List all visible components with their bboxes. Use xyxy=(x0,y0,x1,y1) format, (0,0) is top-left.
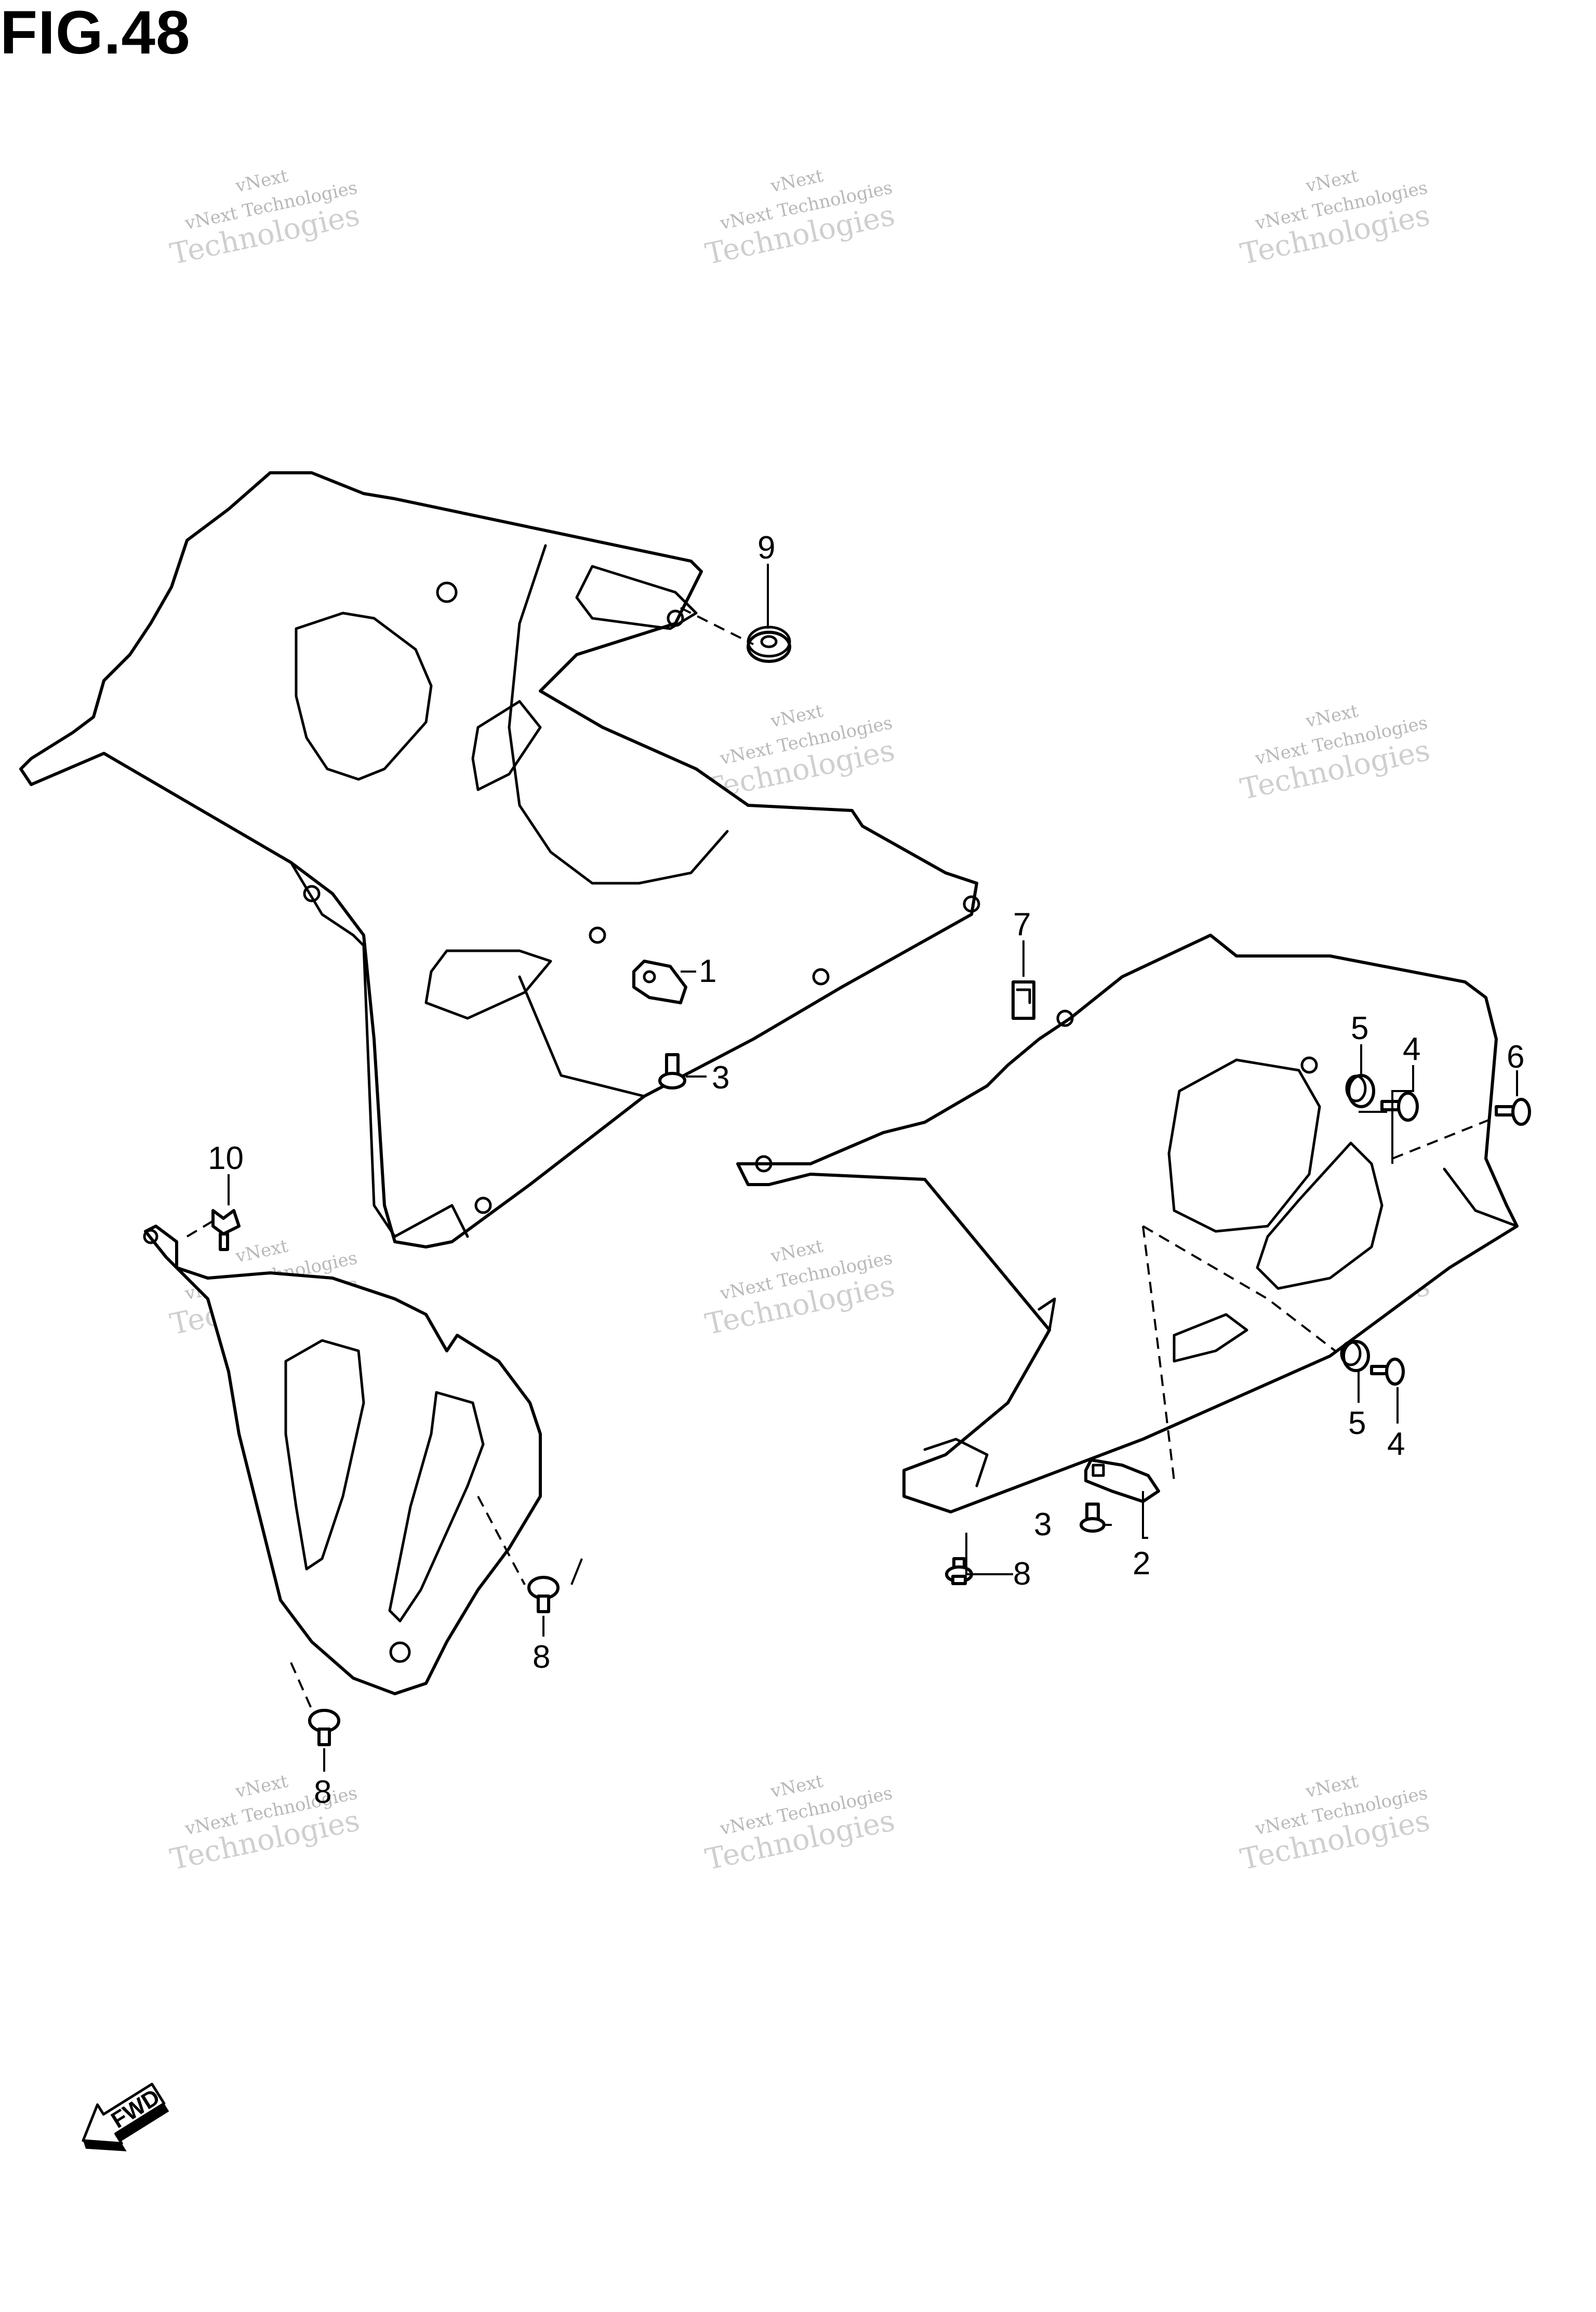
left-cowling-inner-edge xyxy=(102,752,376,1207)
bolt-part-6 xyxy=(1495,1098,1531,1126)
left-cowling-side-recess xyxy=(471,700,542,791)
callout-10: 10 xyxy=(208,1140,244,1176)
callout-8-left: 8 xyxy=(314,1774,331,1810)
forward-direction-arrow: FWD xyxy=(82,2082,169,2151)
right-cowling-outline xyxy=(736,934,1519,1513)
push-rivet-part-8-middle xyxy=(527,1576,560,1613)
grommet-part-5-upper xyxy=(1345,1074,1375,1108)
bracket-part-2 xyxy=(1084,1458,1160,1503)
push-rivet-part-8-right xyxy=(945,1557,973,1585)
watermark-text-top: vNext xyxy=(1304,700,1360,732)
callout-6: 6 xyxy=(1507,1039,1524,1075)
callout-8-right: 8 xyxy=(1013,1556,1031,1592)
callout-9: 9 xyxy=(757,530,775,566)
watermark: Technologies vNext Technologies vNext xyxy=(167,165,363,271)
left-under-cowling-panel xyxy=(19,471,980,1248)
watermark-text-top: vNext xyxy=(768,1771,825,1802)
callout-4-upper: 4 xyxy=(1403,1031,1420,1067)
leader-lines xyxy=(228,564,1518,1772)
callout-3-upper: 3 xyxy=(712,1060,729,1096)
watermark-text-top: vNext xyxy=(768,700,825,732)
screw-part-4-upper xyxy=(1380,1092,1419,1122)
inner-panel-outline xyxy=(144,1225,542,1695)
mounting-hole xyxy=(389,1641,411,1663)
grommet-part-5-lower xyxy=(1340,1340,1370,1372)
mounting-hole xyxy=(436,581,458,603)
push-rivet-part-10 xyxy=(211,1209,241,1251)
screw-part-4-lower xyxy=(1370,1358,1405,1386)
callout-7: 7 xyxy=(1013,907,1031,942)
watermark: Technologies vNext Technologies vNext xyxy=(1238,1771,1433,1877)
bracket-part-1 xyxy=(632,960,687,1004)
mounting-hole xyxy=(303,885,321,902)
bolt-part-3-lower xyxy=(1080,1503,1106,1533)
push-rivet-part-8-left xyxy=(308,1709,340,1746)
clip-nut-part-7 xyxy=(1012,980,1035,1020)
figure-title: FIG.48 xyxy=(0,0,191,67)
right-cowling-lower-duct xyxy=(1173,1313,1248,1363)
callout-4-lower: 4 xyxy=(1387,1426,1405,1462)
callout-8-middle: 8 xyxy=(533,1639,550,1675)
callout-labels: 9 1 3 7 5 4 6 10 5 4 2 3 8 8 8 xyxy=(208,530,1524,1810)
left-cowling-bottom-fold xyxy=(518,975,646,1098)
watermark-text-top: vNext xyxy=(233,165,290,197)
grommet-part-9 xyxy=(747,626,791,663)
callout-1: 1 xyxy=(699,953,716,989)
watermark: Technologies vNext Technologies vNext xyxy=(702,165,898,271)
callout-2: 2 xyxy=(1133,1546,1150,1582)
mounting-hole xyxy=(667,609,684,627)
right-cowling-vent-window xyxy=(1167,1058,1321,1233)
watermark: Technologies vNext Technologies vNext xyxy=(702,1771,898,1877)
mounting-hole xyxy=(1056,1009,1074,1027)
callout-5-upper: 5 xyxy=(1351,1011,1368,1046)
inner-panel-window xyxy=(284,1339,365,1571)
watermark: Technologies vNext Technologies vNext xyxy=(1238,165,1433,271)
mounting-hole xyxy=(963,895,980,913)
watermark-text-top: vNext xyxy=(233,1235,290,1267)
right-under-cowling-panel xyxy=(736,934,1519,1513)
mounting-hole xyxy=(755,1155,773,1173)
right-cowling-fold-line xyxy=(1038,1297,1056,1332)
watermark-text-top: vNext xyxy=(768,165,825,197)
watermark-text-top: vNext xyxy=(1304,1771,1360,1802)
assembly-dash-lines xyxy=(186,607,1497,1710)
left-cowling-lower-opening xyxy=(424,949,552,1020)
watermark: Technologies vNext Technologies vNext xyxy=(167,1771,363,1877)
watermark-text-top: vNext xyxy=(233,1771,290,1802)
bolt-part-3-upper xyxy=(658,1053,686,1089)
right-cowling-rear-edge xyxy=(1443,1167,1519,1228)
right-cowling-inner-channel xyxy=(1256,1141,1384,1290)
mounting-hole xyxy=(1300,1056,1318,1074)
watermark: Technologies vNext Technologies vNext xyxy=(702,1235,898,1341)
inner-panel-edge xyxy=(165,1256,209,1300)
left-cowling-bracket-flange xyxy=(575,565,698,630)
mounting-hole xyxy=(812,968,830,986)
left-cowling-outline xyxy=(19,471,978,1248)
callout-5-lower: 5 xyxy=(1348,1405,1366,1441)
mounting-hole xyxy=(474,1197,492,1214)
mounting-hole xyxy=(143,1229,158,1244)
left-inner-panel xyxy=(143,1225,542,1695)
mounting-hole xyxy=(589,926,606,944)
right-cowling-front-tab xyxy=(923,1438,989,1487)
inner-panel-slot xyxy=(388,1391,485,1623)
watermark-text-top: vNext xyxy=(768,1235,825,1267)
left-cowling-rear-tab xyxy=(373,1204,469,1238)
left-cowling-vent-window xyxy=(295,612,433,781)
watermark: Technologies vNext Technologies vNext xyxy=(1238,700,1433,806)
left-cowling-inner-channel xyxy=(508,544,729,885)
callout-3-lower: 3 xyxy=(1034,1507,1052,1543)
watermark-text-top: vNext xyxy=(1304,165,1360,197)
